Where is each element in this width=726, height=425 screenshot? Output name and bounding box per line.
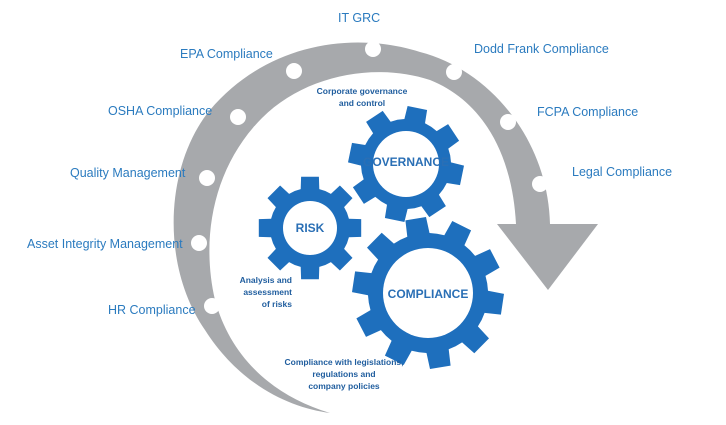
note-risk-line2: assessment	[243, 287, 292, 297]
arrow-dot	[199, 170, 215, 186]
gear-label-risk: RISK	[296, 221, 325, 235]
arc-label-legal: Legal Compliance	[572, 165, 672, 179]
cycle-arrow-head	[497, 224, 598, 290]
note-risk-line3: of risks	[262, 299, 293, 309]
compliance-gear	[352, 217, 504, 369]
note-governance-line1: Corporate governance	[317, 86, 408, 96]
arrow-dot	[446, 64, 462, 80]
arrow-dot	[286, 63, 302, 79]
note-risk-line1: Analysis and	[240, 275, 292, 285]
arrow-dot	[191, 235, 207, 251]
arrow-dot	[365, 41, 381, 57]
arrow-dot	[500, 114, 516, 130]
gear-label-governance: GOVERNANCE	[363, 155, 449, 169]
arc-label-epa: EPA Compliance	[180, 47, 273, 61]
arc-label-dodd-frank: Dodd Frank Compliance	[474, 42, 609, 56]
note-compliance-line1: Compliance with legislations,	[284, 357, 403, 367]
note-compliance-line2: regulations and	[312, 369, 375, 379]
governance-gear	[348, 106, 464, 222]
arc-label-fcpa: FCPA Compliance	[537, 105, 638, 119]
gear-hole	[383, 248, 473, 338]
arrow-dots	[191, 41, 548, 314]
risk-gear	[258, 176, 362, 280]
note-compliance-line3: company policies	[308, 381, 380, 391]
gear-hole	[373, 131, 439, 197]
arc-label-it-grc: IT GRC	[338, 11, 380, 25]
gear-hole	[283, 201, 337, 255]
arc-label-asset-integrity: Asset Integrity Management	[27, 237, 183, 251]
arc-label-quality: Quality Management	[70, 166, 186, 180]
arc-label-hr: HR Compliance	[108, 303, 196, 317]
gear-label-compliance: COMPLIANCE	[388, 287, 469, 301]
note-governance-line2: and control	[339, 98, 385, 108]
arc-label-osha: OSHA Compliance	[108, 104, 212, 118]
arrow-dot	[532, 176, 548, 192]
arrow-dot	[204, 298, 220, 314]
arrow-dot	[230, 109, 246, 125]
